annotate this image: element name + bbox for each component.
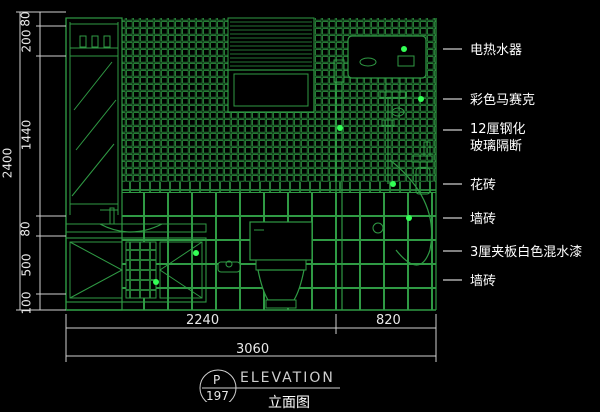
callout-mosaic: 彩色马赛克 bbox=[470, 93, 536, 108]
page-badge-number: 197 bbox=[206, 389, 229, 403]
drawing-title: 立面图 bbox=[268, 395, 310, 411]
dim-h-820: 820 bbox=[376, 313, 401, 328]
dim-v-100: 100 bbox=[19, 291, 34, 315]
dim-h-2240: 2240 bbox=[186, 313, 220, 328]
dim-v-80-mid: 80 bbox=[18, 221, 33, 237]
callout-decor-tile: 花砖 bbox=[470, 178, 497, 193]
callout-dot bbox=[193, 250, 199, 256]
callout-dot bbox=[390, 181, 396, 187]
callout-wall-tile-lower: 墙砖 bbox=[470, 274, 497, 289]
mirror bbox=[69, 55, 119, 205]
callout-water-heater: 电热水器 bbox=[470, 43, 523, 58]
dim-v-80-top: 80 bbox=[18, 11, 33, 27]
dim-v-200: 200 bbox=[19, 29, 34, 53]
callout-wall-tile-upper: 墙砖 bbox=[470, 212, 497, 227]
callout-glass-partition-line2: 玻璃隔断 bbox=[470, 139, 523, 154]
dim-h-3060: 3060 bbox=[236, 342, 270, 357]
dim-v-1440: 1440 bbox=[19, 119, 34, 151]
callout-dot bbox=[153, 279, 159, 285]
dim-v-500: 500 bbox=[19, 253, 34, 277]
dim-v-2400: 2400 bbox=[0, 147, 15, 179]
border-tile-band bbox=[122, 182, 436, 192]
horizontal-dimension-lines bbox=[65, 314, 437, 362]
bathroom-elevation-drawing bbox=[16, 11, 462, 402]
leader-lines bbox=[443, 48, 462, 281]
window-frame bbox=[227, 69, 315, 113]
callout-dot bbox=[401, 46, 407, 52]
callout-dot bbox=[406, 215, 412, 221]
callout-dot bbox=[418, 96, 424, 102]
page-badge-letter: P bbox=[213, 373, 221, 387]
callout-plywood-paint: 3厘夹板白色混水漆 bbox=[470, 245, 583, 260]
vertical-dimension-lines bbox=[16, 11, 66, 311]
elevation-label: ELEVATION bbox=[240, 370, 335, 386]
water-heater bbox=[347, 35, 427, 79]
tall-cabinet bbox=[65, 17, 123, 311]
toilet-tank bbox=[249, 221, 313, 261]
callout-glass-partition-line1: 12厘钢化 bbox=[470, 122, 526, 137]
callout-dot bbox=[337, 125, 343, 131]
